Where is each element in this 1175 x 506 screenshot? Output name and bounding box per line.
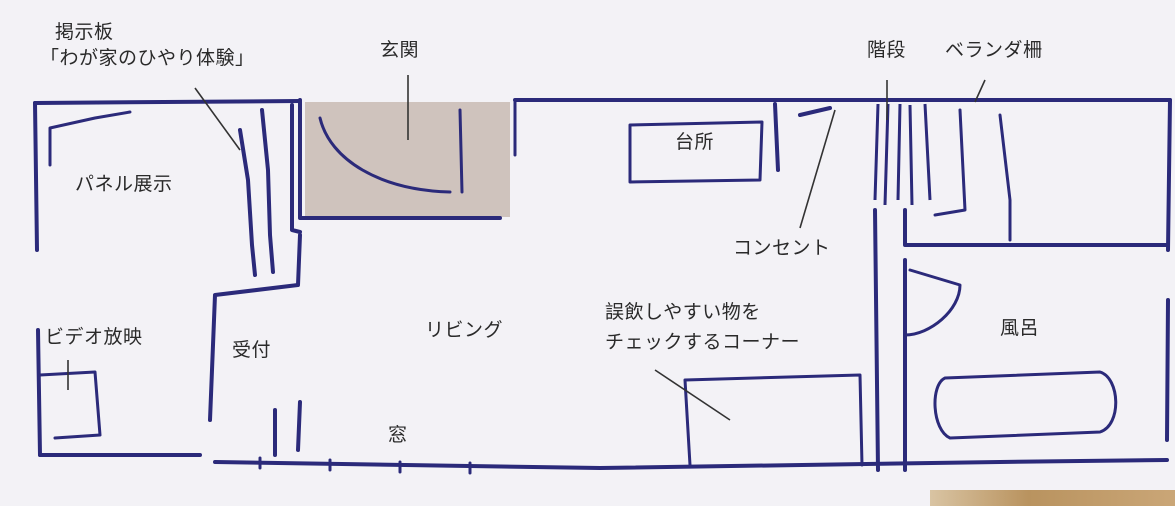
stairs-lines bbox=[873, 103, 932, 206]
entrance-door-arc bbox=[318, 108, 464, 194]
label-swallow-corner-line2: チェックするコーナー bbox=[605, 331, 801, 353]
label-bath: 風呂 bbox=[1000, 317, 1040, 339]
label-stairs: 階段 bbox=[867, 39, 907, 61]
outlet-wall bbox=[773, 102, 832, 172]
label-panel-display: パネル展示 bbox=[75, 173, 173, 195]
label-outlet: コンセント bbox=[733, 237, 831, 259]
kitchen-wall bbox=[513, 98, 764, 184]
label-veranda-fence: ベランダ柵 bbox=[945, 39, 1043, 61]
veranda-room-wall bbox=[933, 108, 1012, 242]
label-notice-board: 掲示板 bbox=[55, 21, 114, 43]
bath-door-arc bbox=[903, 268, 962, 337]
corridor-wall-left bbox=[260, 108, 275, 274]
notice-board-wall bbox=[238, 128, 257, 277]
window-post bbox=[273, 400, 302, 457]
label-entrance: 玄関 bbox=[380, 39, 420, 61]
panel-wall bbox=[48, 110, 132, 167]
label-kitchen: 台所 bbox=[675, 131, 715, 153]
label-video: ビデオ放映 bbox=[45, 326, 143, 348]
outer-wall-top bbox=[33, 98, 1172, 105]
photo-corner bbox=[930, 490, 1175, 506]
label-window: 窓 bbox=[388, 424, 408, 446]
leader-veranda bbox=[974, 79, 986, 103]
entrance-wall bbox=[290, 98, 502, 234]
video-wall bbox=[38, 370, 102, 440]
leader-swallow bbox=[654, 369, 731, 421]
hall-right-wall bbox=[903, 208, 1170, 472]
leader-notice-board bbox=[194, 87, 241, 151]
outer-wall-right bbox=[1165, 98, 1172, 442]
reception-wall bbox=[208, 233, 302, 422]
swallow-corner-box bbox=[683, 373, 864, 467]
hall-left-wall bbox=[873, 208, 880, 472]
outer-wall-bottom bbox=[38, 453, 1169, 470]
label-swallow-corner-line1: 誤飲しやすい物を bbox=[605, 301, 761, 323]
leader-outlet bbox=[799, 109, 836, 229]
outer-wall-left bbox=[33, 101, 42, 457]
bathtub bbox=[933, 370, 1118, 440]
label-living: リビング bbox=[425, 319, 504, 341]
label-notice-board-sub: 「わが家のひやり体験」 bbox=[40, 47, 255, 69]
window-ticks bbox=[258, 456, 472, 475]
label-reception: 受付 bbox=[232, 339, 272, 361]
